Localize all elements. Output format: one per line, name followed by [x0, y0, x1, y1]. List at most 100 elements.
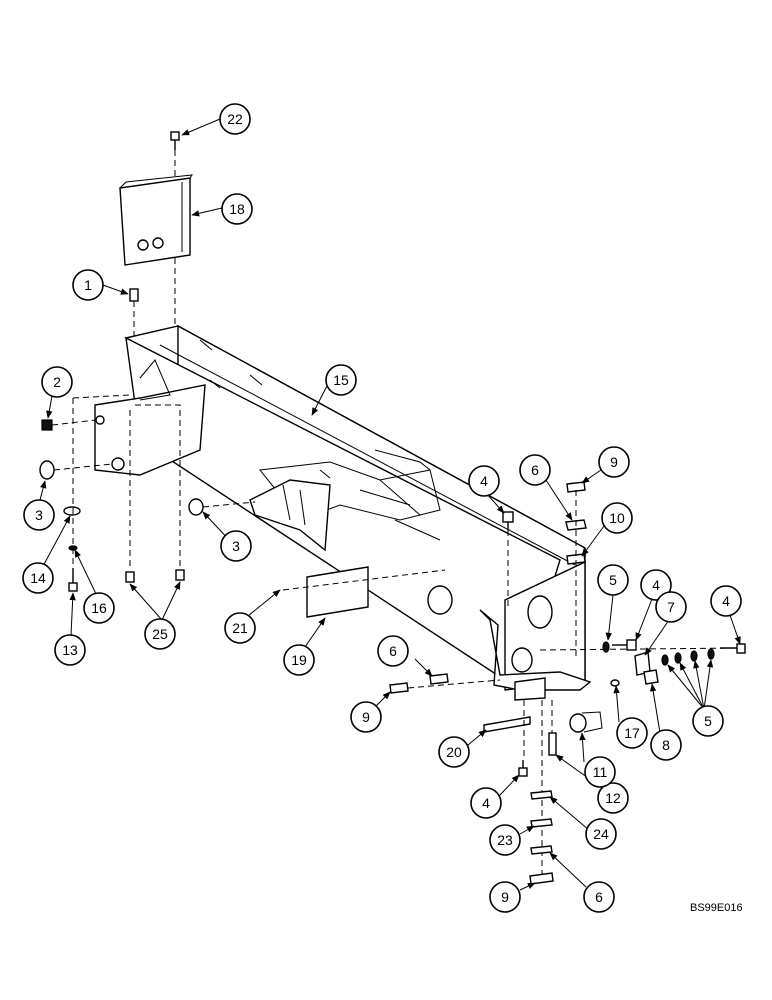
- svg-text:22: 22: [227, 111, 243, 127]
- callout-18: 18: [221, 193, 253, 225]
- callout-16: 16: [83, 592, 115, 624]
- svg-text:12: 12: [605, 790, 621, 806]
- svg-text:6: 6: [595, 889, 603, 905]
- svg-text:4: 4: [722, 593, 730, 609]
- callout-14: 14: [22, 562, 54, 594]
- callout-3-center: 3: [220, 530, 252, 562]
- svg-text:11: 11: [593, 764, 608, 780]
- sleeve-8: [643, 669, 659, 685]
- drawing-code: BS99E016: [690, 902, 743, 914]
- callout-6-left: 6: [377, 635, 409, 667]
- callout-4-bottom: 4: [470, 787, 502, 819]
- nut-2: [41, 419, 53, 431]
- svg-text:9: 9: [362, 709, 370, 725]
- callout-6-top: 6: [519, 454, 551, 486]
- washer-5-single: [602, 641, 610, 653]
- callout-2: 2: [41, 366, 73, 398]
- svg-text:3: 3: [232, 538, 240, 554]
- washer-14: [63, 506, 81, 516]
- svg-text:21: 21: [232, 620, 248, 636]
- bolt-4-far-right: [720, 643, 746, 654]
- callout-9-top: 9: [598, 446, 630, 478]
- shim-6-left: [429, 673, 449, 685]
- svg-text:3: 3: [35, 507, 43, 523]
- svg-text:20: 20: [446, 744, 462, 760]
- callout-25: 25: [144, 618, 176, 650]
- pin-1: [129, 288, 139, 302]
- shield-plate: [119, 174, 194, 266]
- callout-22: 22: [219, 103, 251, 135]
- svg-text:18: 18: [229, 201, 245, 217]
- callout-24: 24: [585, 818, 617, 850]
- svg-text:8: 8: [662, 737, 670, 753]
- shim-6-bottom: [530, 845, 553, 855]
- bolt-4-top: [502, 511, 514, 530]
- plate-10: [566, 553, 586, 565]
- callout-13: 13: [54, 634, 86, 666]
- callout-17: 17: [616, 717, 648, 749]
- fitting-17: [610, 679, 620, 687]
- callout-21: 21: [224, 612, 256, 644]
- svg-text:6: 6: [389, 643, 397, 659]
- svg-text:1: 1: [84, 277, 92, 293]
- bushing-3-left: [39, 460, 55, 480]
- callout-4-top: 4: [468, 465, 500, 497]
- bolt-12: [548, 732, 557, 756]
- callout-9-left: 9: [350, 701, 382, 733]
- svg-text:10: 10: [609, 510, 625, 526]
- svg-text:23: 23: [497, 832, 513, 848]
- svg-text:5: 5: [609, 572, 617, 588]
- callout-4-right: 4: [640, 569, 672, 601]
- main-frame-beam: [94, 324, 592, 701]
- callout-15: 15: [325, 364, 357, 396]
- callout-6-bottom: 6: [583, 881, 615, 913]
- svg-text:4: 4: [652, 577, 660, 593]
- svg-text:7: 7: [667, 599, 675, 615]
- callout-9-bottom: 9: [489, 881, 521, 913]
- callout-10: 10: [601, 502, 633, 534]
- callout-23: 23: [489, 824, 521, 856]
- bolt-4-bottom: [518, 760, 528, 777]
- svg-text:16: 16: [91, 600, 107, 616]
- plate-20: [483, 716, 531, 733]
- callout-8: 8: [650, 729, 682, 761]
- svg-text:4: 4: [480, 473, 488, 489]
- svg-text:25: 25: [152, 626, 168, 642]
- callout-19: 19: [283, 644, 315, 676]
- bushing-3-center: [188, 498, 204, 516]
- callout-5-stack: 5: [692, 705, 724, 737]
- callout-4-far-right: 4: [710, 585, 742, 617]
- svg-text:9: 9: [610, 454, 618, 470]
- callout-1: 1: [72, 269, 104, 301]
- plate-9-bottom: [529, 872, 554, 885]
- shim-23: [530, 818, 553, 828]
- bolt-13: [68, 568, 78, 592]
- svg-text:6: 6: [531, 462, 539, 478]
- svg-text:17: 17: [624, 725, 640, 741]
- callout-3-left: 3: [23, 499, 55, 531]
- callout-12: 12: [597, 782, 629, 814]
- plate-9-left: [389, 682, 409, 694]
- bolt-22: [170, 131, 180, 150]
- svg-text:2: 2: [53, 374, 61, 390]
- bolt-4-right: [612, 639, 637, 651]
- svg-text:24: 24: [593, 826, 609, 842]
- svg-text:14: 14: [30, 570, 46, 586]
- callout-11: 11: [584, 756, 616, 788]
- plate-9-top: [566, 481, 586, 493]
- svg-text:15: 15: [333, 372, 349, 388]
- callout-5-single: 5: [597, 564, 629, 596]
- callout-7: 7: [655, 591, 687, 623]
- washers-5-stack: [661, 648, 715, 666]
- bolts-25: [125, 569, 185, 583]
- callout-20: 20: [438, 736, 470, 768]
- svg-text:5: 5: [704, 713, 712, 729]
- svg-text:9: 9: [501, 889, 509, 905]
- cap-11: [569, 711, 603, 733]
- svg-text:13: 13: [62, 642, 78, 658]
- decal-19: [306, 566, 369, 618]
- shim-24: [530, 790, 553, 800]
- svg-text:19: 19: [291, 652, 307, 668]
- svg-text:4: 4: [482, 795, 490, 811]
